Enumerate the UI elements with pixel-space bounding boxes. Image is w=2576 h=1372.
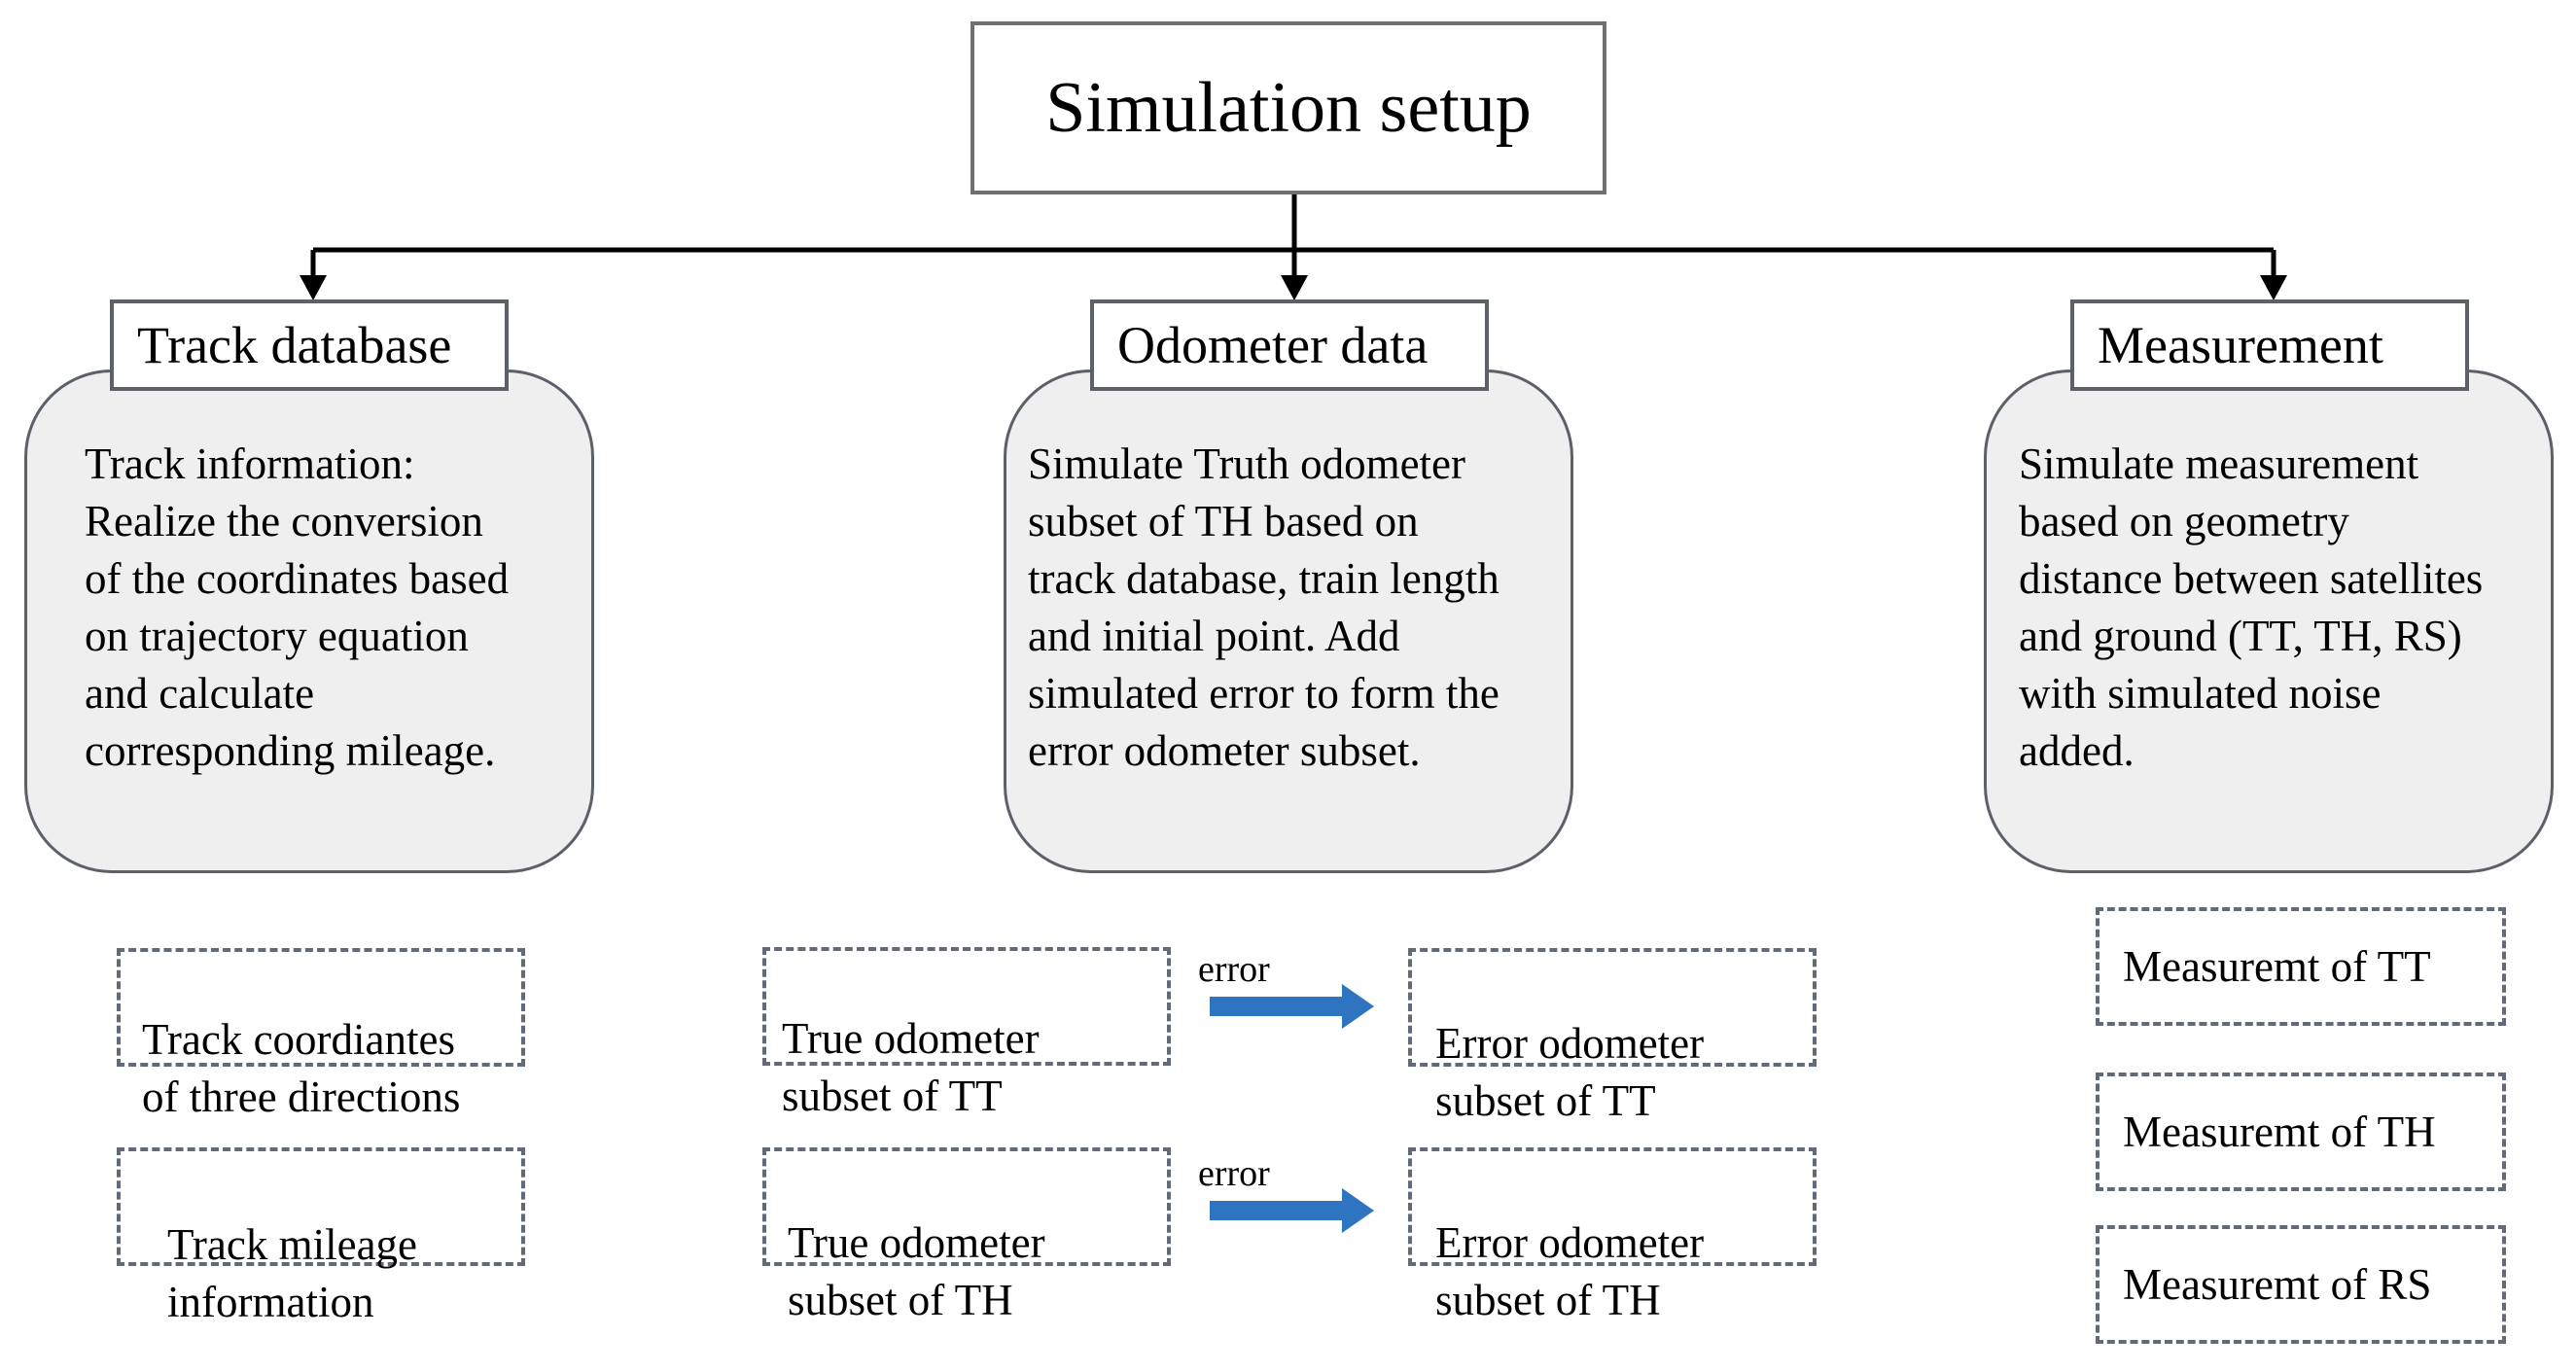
odometer-data-description: Simulate Truth odometer subset of TH bas… [1028,440,1500,775]
odometer-data-panel [1004,369,1573,873]
measurement-rs-output: Measuremt of RS [2096,1225,2506,1344]
measurement-header-text: Measurement [2098,316,2383,374]
odometer-data-header-text: Odometer data [1117,316,1429,374]
measurement-tt-output: Measuremt of TT [2096,907,2506,1026]
track-coordinates-text: Track coordiantes of three directions [142,1015,461,1121]
track-database-panel [24,369,594,873]
error-label-tt: error [1198,949,1270,990]
arrowhead-right [2260,275,2287,300]
measurement-rs-text: Measuremt of RS [2123,1259,2432,1309]
track-mileage-output: Track mileage information [117,1147,525,1326]
track-database-header-text: Track database [137,316,452,374]
title-box: Simulation setup [970,21,1606,194]
error-label-th: error [1198,1153,1270,1194]
track-coordinates-output: Track coordiantes of three directions [117,948,525,1121]
odometer-data-header: Odometer data [1090,299,1489,391]
true-odometer-th-output: True odometer subset of TH [762,1147,1171,1324]
track-mileage-text: Track mileage information [167,1220,418,1326]
measurement-th-output: Measuremt of TH [2096,1073,2506,1191]
error-odometer-tt-output: Error odometer subset of TT [1408,948,1817,1125]
error-odometer-tt-text: Error odometer subset of TT [1435,1019,1705,1125]
error-arrow-tt [1210,984,1374,1029]
measurement-th-text: Measuremt of TH [2123,1107,2436,1156]
measurement-description: Simulate measurement based on geometry d… [2019,440,2484,775]
track-database-header: Track database [110,299,509,391]
track-database-description: Track information: Realize the conversio… [85,440,510,775]
error-odometer-th-text: Error odometer subset of TH [1435,1218,1705,1324]
measurement-tt-text: Measuremt of TT [2123,941,2431,991]
true-odometer-th-text: True odometer subset of TH [788,1218,1045,1324]
title-text: Simulation setup [1045,67,1532,148]
error-odometer-th-output: Error odometer subset of TH [1408,1147,1817,1324]
true-odometer-tt-output: True odometer subset of TT [762,947,1171,1120]
error-arrow-th [1210,1188,1374,1233]
true-odometer-tt-text: True odometer subset of TT [782,1014,1040,1120]
measurement-panel [1984,369,2554,873]
arrowhead-center [1281,275,1308,300]
arrowhead-left [300,275,327,300]
measurement-header: Measurement [2070,299,2469,391]
